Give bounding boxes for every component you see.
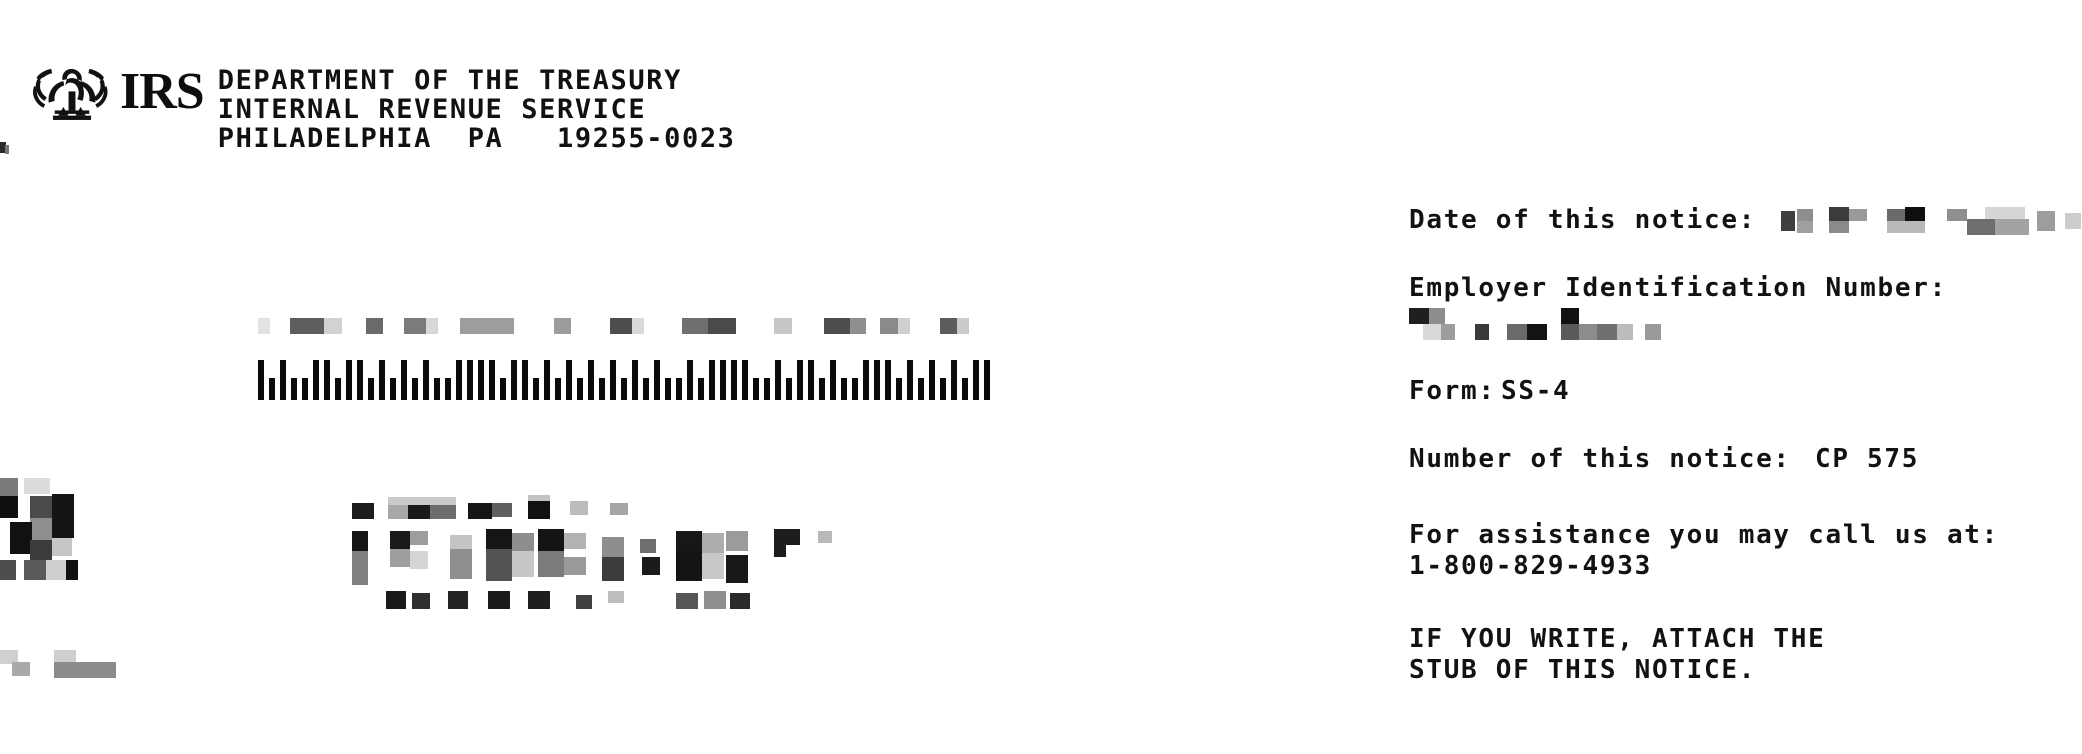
notice-number-row: Number of this notice: CP 575 [1409,444,2082,478]
assistance-text: For assistance you may call us at: [1409,520,2000,550]
assistance-row: For assistance you may call us at: 1-800… [1409,520,2082,582]
notice-date-row: Date of this notice: [1409,205,2082,239]
ein-label: Employer Identification Number: [1409,273,1947,303]
notice-number-label: Number of this notice: [1409,444,1791,474]
redacted-ein-value [1409,308,1739,342]
assistance-phone[interactable]: 1-800-829-4933 [1409,551,1652,581]
spacer-5 [1409,582,2082,624]
redacted-margin-mark-top [0,142,10,158]
irs-wordmark: IRS [120,63,205,120]
notice-date-label: Date of this notice: [1409,205,1757,235]
redacted-notice-date-value [1781,207,2082,235]
form-value: SS-4 [1501,376,1571,406]
redacted-mailing-address [352,495,852,620]
letterhead-line-department: DEPARTMENT OF THE TREASURY [217,65,682,96]
spacer-2 [1409,342,2082,376]
spacer-3 [1409,410,2082,444]
letterhead-line-service: INTERNAL REVENUE SERVICE [217,94,647,125]
redacted-margin-marks-left [0,478,78,608]
notice-number-value: CP 575 [1815,444,1920,474]
write-instruction-line-2: STUB OF THIS NOTICE. [1409,655,1757,685]
irs-eagle-scales-emblem [32,68,108,120]
write-instruction-line-1: IF YOU WRITE, ATTACH THE [1409,624,1826,654]
letterhead-line-city-state-zip: PHILADELPHIA PA 19255-0023 [217,123,736,154]
mail-barcode-group [258,318,1048,400]
spacer-4 [1409,478,2082,520]
letterhead: IRS DEPARTMENT OF THE TREASURY INTERNAL … [28,58,736,153]
postnet-barcode [258,358,1048,400]
write-instruction: IF YOU WRITE, ATTACH THE STUB OF THIS NO… [1409,624,2082,686]
form-label: Form: [1409,376,1496,406]
letterhead-address: DEPARTMENT OF THE TREASURY INTERNAL REVE… [218,66,736,153]
redacted-margin-marks-left-lower [0,650,118,690]
ein-row: Employer Identification Number: [1409,273,2082,342]
notice-info-panel: Date of this notice: Em [1409,205,2082,686]
spacer-1 [1409,239,2082,273]
redacted-routing-text [258,318,969,340]
form-row: Form: SS-4 [1409,376,2082,410]
